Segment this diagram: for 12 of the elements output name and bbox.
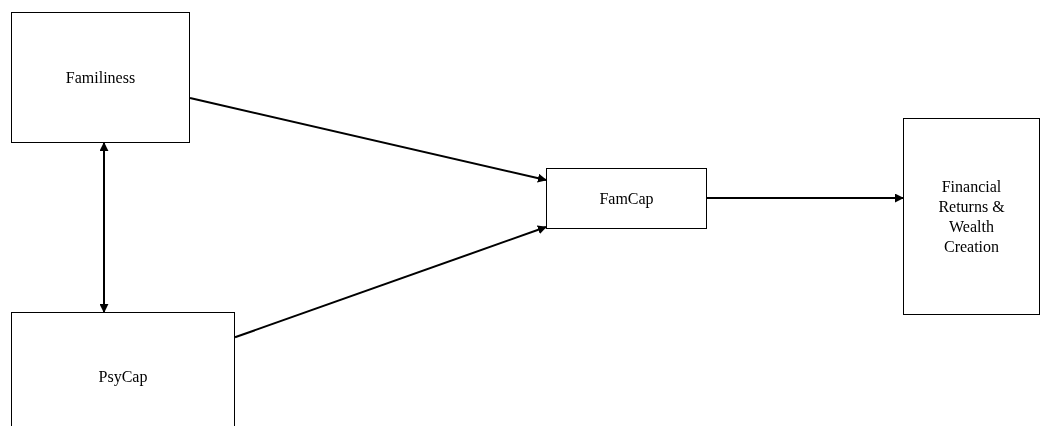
process-box bbox=[546, 168, 707, 229]
process-box bbox=[11, 312, 235, 426]
node-label: Financial Returns & Wealth Creation bbox=[937, 176, 1006, 257]
arrow bbox=[234, 225, 547, 339]
node-label: Familiness bbox=[65, 67, 136, 88]
arrow bbox=[706, 193, 904, 203]
arrow bbox=[189, 97, 547, 183]
arrow bbox=[99, 142, 109, 313]
process-box bbox=[903, 118, 1040, 315]
node-label: PsyCap bbox=[98, 367, 148, 387]
node-label: FamCap bbox=[599, 188, 654, 209]
process-box bbox=[11, 12, 190, 143]
